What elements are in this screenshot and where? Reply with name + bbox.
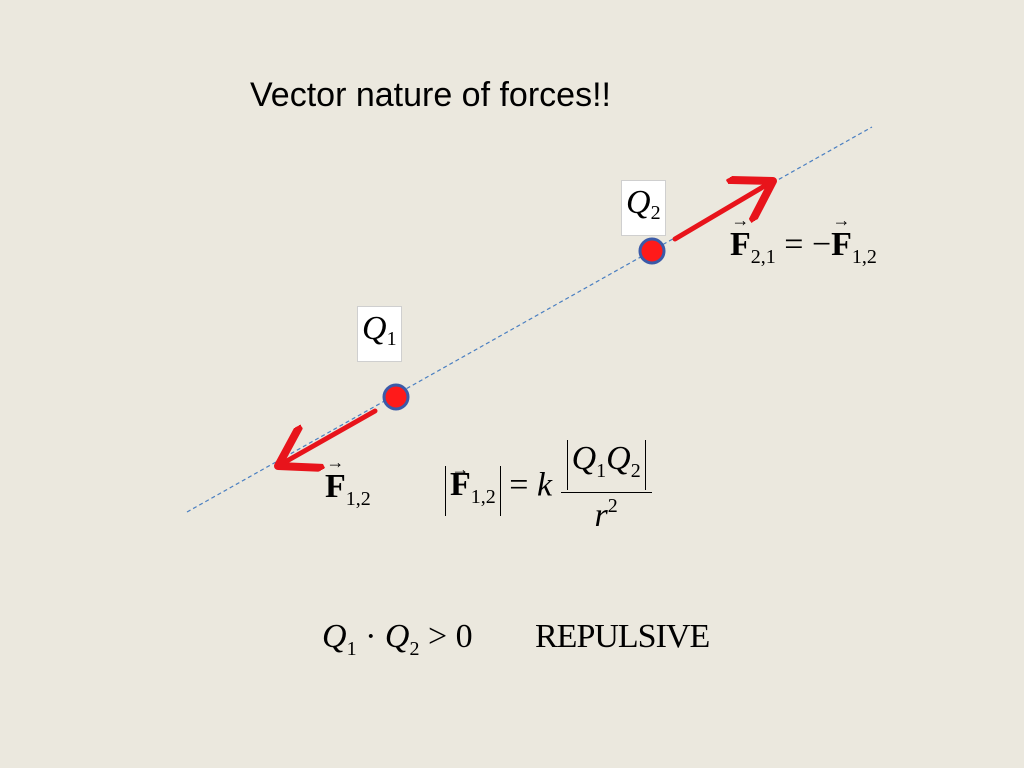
q2-symbol: Q: [626, 184, 651, 221]
force-arrow-f21: [672, 181, 773, 242]
cond-q1: Q: [322, 618, 347, 655]
vector-f21-subscript: 2,1: [750, 246, 776, 268]
vector-f12-subscript: 1,2: [851, 246, 877, 268]
magnitude-vector-f: F: [450, 466, 471, 504]
num-q1-sub: 1: [596, 460, 607, 482]
cond-q2: Q: [384, 618, 410, 655]
cond-dot: ·: [356, 618, 385, 655]
cond-q1-sub: 1: [346, 638, 357, 660]
vector-f21: F: [730, 226, 751, 264]
vector-f12-label-symbol: F: [325, 468, 346, 506]
coulomb-fraction: Q1Q2 r2: [560, 440, 652, 535]
coulomb-equals: =: [500, 466, 537, 504]
charge-q1-label: Q1: [357, 306, 402, 362]
q2-subscript: 2: [650, 202, 661, 224]
newton-third-law-equation: F2,1 = −F1,2: [730, 226, 877, 269]
force-arrow-f12: [278, 408, 378, 466]
cond-relation: > 0: [419, 618, 473, 655]
charge-q2-dot: [638, 237, 666, 265]
cond-q2-sub: 2: [409, 638, 420, 660]
force-magnitude: F1,2: [445, 466, 501, 517]
charge-product-condition: Q1 · Q2 > 0: [322, 618, 473, 661]
vector-f12: F: [831, 226, 852, 264]
coulomb-law-equation: F1,2 = k Q1Q2 r2: [445, 440, 652, 535]
magnitude-subscript: 1,2: [470, 486, 496, 509]
q1-subscript: 1: [386, 328, 397, 350]
fraction-numerator: Q1Q2: [560, 440, 652, 493]
num-q1: Q: [571, 440, 597, 477]
coulomb-constant: k: [536, 466, 553, 504]
den-r: r: [594, 497, 608, 534]
num-q2: Q: [606, 440, 631, 477]
fraction-denominator: r2: [561, 493, 652, 535]
num-q2-sub: 2: [630, 460, 641, 482]
slide-title: Vector nature of forces!!: [250, 76, 611, 114]
q1-symbol: Q: [362, 310, 387, 347]
charge-q1-dot: [382, 383, 410, 411]
result-label: REPULSIVE: [535, 618, 710, 655]
den-power: 2: [607, 495, 618, 517]
equals-minus: = −: [775, 226, 832, 263]
force-f12-label: F1,2: [325, 468, 371, 511]
charge-q2-label: Q2: [621, 180, 666, 236]
vector-f12-label-subscript: 1,2: [345, 488, 371, 510]
